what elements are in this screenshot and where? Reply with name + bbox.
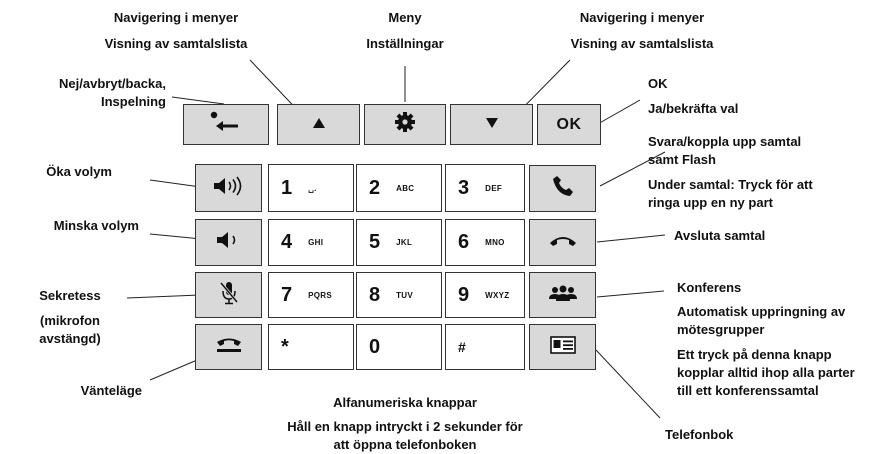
mic-muted-icon bbox=[218, 280, 240, 311]
label-answer-2: samt Flash bbox=[648, 152, 716, 167]
hangup-icon bbox=[548, 233, 578, 252]
key-5-number: 5 bbox=[369, 231, 381, 253]
key-3[interactable]: 3 DEF bbox=[445, 164, 525, 212]
leader-ok bbox=[595, 99, 641, 126]
key-5-letters: JKL bbox=[396, 238, 413, 247]
triangle-down-icon bbox=[485, 116, 499, 134]
leader-back bbox=[171, 96, 225, 105]
label-conf-4: Ett tryck på denna knapp bbox=[677, 347, 832, 362]
key-1-number: 1 bbox=[281, 176, 293, 199]
label-phonebook: Telefonbok bbox=[665, 427, 734, 442]
label-ok-2: Ja/bekräfta val bbox=[648, 101, 739, 116]
volume-up-key[interactable] bbox=[195, 164, 262, 212]
key-4[interactable]: 4 GHI bbox=[268, 219, 354, 266]
key-6[interactable]: 6 MNO bbox=[445, 219, 525, 266]
label-menu-1: Meny bbox=[388, 10, 422, 25]
contact-card-icon bbox=[549, 335, 576, 359]
ok-key[interactable]: OK bbox=[537, 104, 601, 145]
key-0[interactable]: 0 bbox=[356, 324, 442, 370]
label-answer-3: Under samtal: Tryck för att bbox=[648, 177, 813, 192]
key-8-letters: TUV bbox=[396, 290, 414, 300]
leader-phonebook bbox=[595, 349, 661, 419]
back-arrow-icon bbox=[206, 109, 246, 140]
key-7-letters: PQRS bbox=[308, 290, 332, 300]
triangle-up-icon bbox=[312, 116, 326, 134]
key-6-letters: MNO bbox=[485, 238, 505, 247]
menu-key[interactable] bbox=[364, 104, 446, 145]
label-back-1: Nej/avbryt/backa, bbox=[59, 76, 166, 91]
nav-up-key[interactable] bbox=[277, 104, 360, 145]
key-2-number: 2 bbox=[369, 176, 381, 199]
key-4-letters: GHI bbox=[308, 238, 324, 247]
key-9-letters: WXYZ bbox=[485, 290, 510, 300]
label-nav-right-2: Visning av samtalslista bbox=[570, 36, 714, 51]
label-mute-3: avstängd) bbox=[39, 331, 101, 346]
label-hangup: Avsluta samtal bbox=[674, 228, 766, 243]
key-hash-symbol: # bbox=[458, 339, 466, 355]
key-4-number: 4 bbox=[281, 231, 293, 253]
label-answer-1: Svara/koppla upp samtal bbox=[648, 134, 802, 149]
key-3-number: 3 bbox=[458, 176, 470, 199]
label-menu-2: Inställningar bbox=[366, 36, 444, 51]
label-alpha-1: Alfanumeriska knappar bbox=[333, 395, 477, 410]
back-key[interactable] bbox=[183, 104, 269, 145]
mute-key[interactable] bbox=[195, 272, 262, 318]
key-9[interactable]: 9 WXYZ bbox=[445, 272, 525, 318]
volume-down-key[interactable] bbox=[195, 219, 262, 266]
label-answer-4: ringa upp en ny part bbox=[648, 195, 773, 210]
label-alpha-3: att öppna telefonboken bbox=[333, 437, 477, 452]
label-hold: Vänteläge bbox=[80, 383, 142, 398]
ok-key-label: OK bbox=[556, 115, 582, 133]
speaker-quiet-icon bbox=[215, 230, 243, 255]
leader-hangup bbox=[596, 234, 666, 243]
key-6-number: 6 bbox=[458, 231, 470, 253]
label-ok-1: OK bbox=[648, 76, 668, 91]
key-star-symbol: * bbox=[281, 335, 289, 358]
leader-answer bbox=[599, 151, 666, 187]
hold-key[interactable] bbox=[195, 324, 262, 370]
label-conf-6: till ett konferenssamtal bbox=[677, 383, 819, 398]
label-conf-5: kopplar alltid ihop alla parter bbox=[677, 365, 855, 380]
key-2[interactable]: 2 ABC bbox=[356, 164, 442, 212]
group-icon bbox=[548, 284, 578, 307]
label-conf-2: Automatisk uppringning av bbox=[677, 304, 846, 319]
key-2-letters: ABC bbox=[396, 183, 415, 193]
key-8[interactable]: 8 TUV bbox=[356, 272, 442, 318]
key-3-letters: DEF bbox=[485, 183, 503, 193]
key-7-number: 7 bbox=[281, 283, 293, 306]
key-8-number: 8 bbox=[369, 283, 381, 306]
label-vol-down: Minska volym bbox=[53, 218, 139, 233]
leader-conference bbox=[596, 290, 665, 298]
key-1-letters: ␣. bbox=[308, 183, 317, 193]
key-hash[interactable]: # bbox=[445, 324, 525, 370]
answer-key[interactable] bbox=[529, 165, 596, 212]
label-nav-right-1: Navigering i menyer bbox=[579, 10, 705, 25]
phonebook-key[interactable] bbox=[529, 324, 596, 370]
conference-key[interactable] bbox=[529, 272, 596, 318]
label-conf-1: Konferens bbox=[677, 280, 742, 295]
label-vol-up: Öka volym bbox=[46, 164, 112, 179]
label-nav-left-2: Visning av samtalslista bbox=[104, 36, 248, 51]
label-mute-2: (mikrofon bbox=[40, 313, 100, 328]
label-mute-1: Sekretess bbox=[39, 288, 101, 303]
key-star[interactable]: * bbox=[268, 324, 354, 370]
label-nav-left-1: Navigering i menyer bbox=[113, 10, 239, 25]
nav-down-key[interactable] bbox=[450, 104, 533, 145]
key-5[interactable]: 5 JKL bbox=[356, 219, 442, 266]
gear-icon bbox=[394, 111, 416, 138]
handset-hold-icon bbox=[214, 336, 244, 359]
handset-icon bbox=[551, 174, 575, 203]
label-back-2: Inspelning bbox=[101, 94, 166, 109]
key-0-number: 0 bbox=[369, 335, 381, 358]
label-alpha-2: Håll en knapp intryckt i 2 sekunder för bbox=[287, 419, 523, 434]
hangup-key[interactable] bbox=[529, 219, 596, 266]
key-7[interactable]: 7 PQRS bbox=[268, 272, 354, 318]
key-9-number: 9 bbox=[458, 283, 470, 306]
speaker-loud-icon bbox=[212, 176, 246, 201]
label-conf-3: mötesgrupper bbox=[677, 322, 765, 337]
key-1[interactable]: 1 ␣. bbox=[268, 164, 354, 212]
